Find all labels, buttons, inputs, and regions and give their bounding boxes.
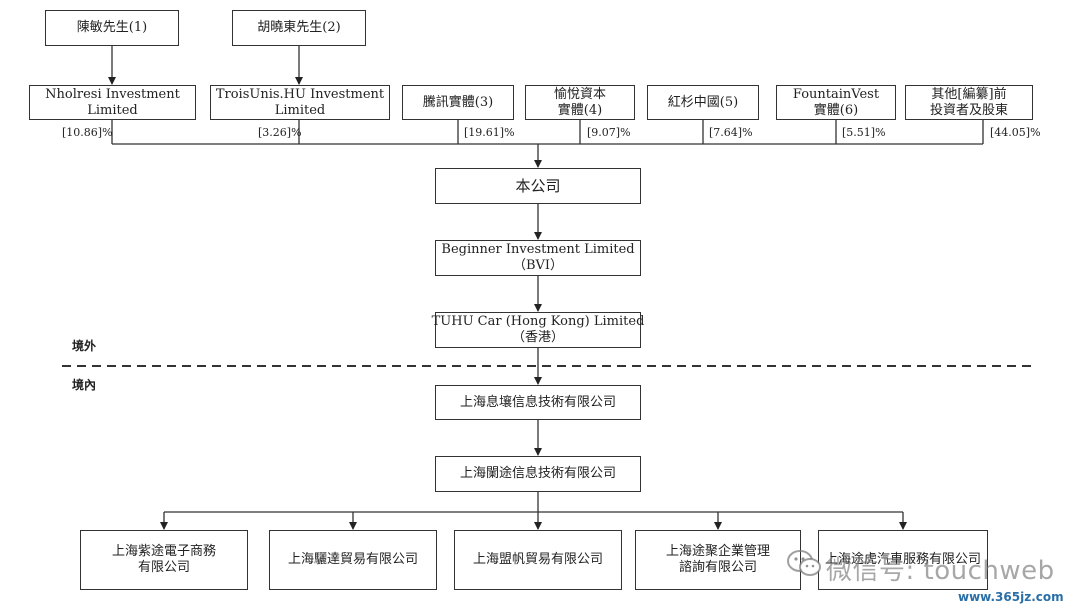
- subsidiary-lida: 上海驪達貿易有限公司: [269, 530, 437, 590]
- wechat-icon: [787, 550, 821, 576]
- shareholder-others: 其他[編纂]前 投資者及股東: [905, 85, 1033, 120]
- subsidiary-mengfan: 上海盟帆貿易有限公司: [454, 530, 622, 590]
- pct-sequoia: [7.64]%: [709, 126, 753, 139]
- shareholder-fountainvest: FountainVest 實體(6): [776, 85, 896, 120]
- pct-nholresi: [10.86]%: [62, 126, 113, 139]
- person-chen-min: 陳敏先生(1): [45, 10, 179, 46]
- offshore-label: 境外: [72, 339, 97, 353]
- shareholder-tencent: 騰訊實體(3): [402, 85, 514, 120]
- watermark-text: 微信号: touchweb: [826, 556, 1055, 586]
- shareholder-troisunis: TroisUnis.HU Investment Limited: [210, 85, 390, 120]
- onshore-label: 境內: [72, 378, 97, 392]
- person-hu-xiaodong: 胡曉東先生(2): [232, 10, 366, 46]
- opco-entity: 上海闌途信息技術有限公司: [435, 456, 641, 492]
- shareholder-joy-capital: 愉悅資本 實體(4): [525, 85, 635, 120]
- bvi-entity: Beginner Investment Limited （BVI）: [435, 240, 641, 276]
- hk-entity: TUHU Car (Hong Kong) Limited （香港）: [432, 312, 644, 348]
- shareholder-sequoia: 紅杉中國(5): [647, 85, 759, 120]
- wfoe-entity: 上海息壤信息技術有限公司: [435, 385, 641, 420]
- subsidiary-tuju: 上海途聚企業管理 諮詢有限公司: [635, 530, 801, 590]
- pct-troisunis: [3.26]%: [258, 126, 302, 139]
- pct-others: [44.05]%: [990, 126, 1041, 139]
- pct-tencent: [19.61]%: [464, 126, 515, 139]
- pct-fountainvest: [5.51]%: [842, 126, 886, 139]
- subsidiary-tuhu-auto: 上海途虎汽車服務有限公司: [818, 530, 988, 590]
- company-box: 本公司: [435, 168, 641, 204]
- pct-joy-capital: [9.07]%: [587, 126, 631, 139]
- subsidiary-zitu: 上海紫途電子商務 有限公司: [80, 530, 248, 590]
- shareholder-nholresi: Nholresi Investment Limited: [29, 85, 196, 120]
- watermark-url: www.365jz.com: [958, 590, 1064, 604]
